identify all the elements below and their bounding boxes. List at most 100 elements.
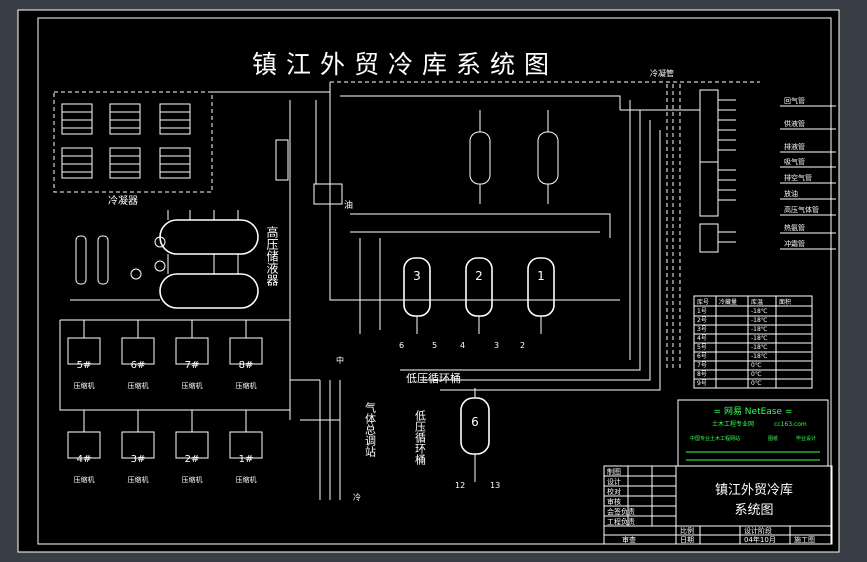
table-cell: 3号 bbox=[697, 326, 707, 333]
mid-vessels: 3 2 1 bbox=[403, 257, 555, 334]
table-cell: 5号 bbox=[697, 344, 707, 351]
cold-label: 冷 bbox=[353, 492, 361, 502]
pipe-legend-3: 排液管 bbox=[784, 142, 805, 151]
storage-table: 库号 冷藏量 库温 面积 1号-18℃2号-18℃3号-18℃4号-18℃5号-… bbox=[693, 295, 813, 389]
piping bbox=[59, 82, 700, 500]
valve-number-6: 6 bbox=[399, 341, 404, 350]
table-cell: -18℃ bbox=[751, 353, 768, 360]
drawing-sheet bbox=[17, 9, 840, 553]
valve-station bbox=[699, 89, 736, 253]
valve-number-5: 5 bbox=[432, 341, 437, 350]
pipe-legend-7: 高压气体管 bbox=[784, 205, 819, 214]
table-cell: 8号 bbox=[697, 371, 707, 378]
compressor-2-label: 压缩机 bbox=[182, 475, 203, 484]
stamp-line-6: 毕业设计 bbox=[796, 435, 816, 442]
gas-station-label: 气体总调站 bbox=[364, 401, 377, 458]
compressor-7-label: 压缩机 bbox=[182, 381, 203, 390]
condenser-group: 冷凝器 bbox=[53, 91, 213, 207]
lp-tank-vertical-label: 低压循环桶 bbox=[414, 410, 427, 466]
compressor-3-number: 3# bbox=[131, 454, 146, 465]
table-header-2: 冷藏量 bbox=[719, 298, 737, 306]
pipe-legend-5: 排空气管 bbox=[784, 173, 812, 182]
project-title-line-2: 系统图 bbox=[734, 503, 773, 518]
lp-tank-label: 低压循环桶 bbox=[406, 371, 461, 385]
compressor-6-label: 压缩机 bbox=[128, 381, 149, 390]
table-cell: -18℃ bbox=[751, 335, 768, 342]
table-cell: -18℃ bbox=[751, 344, 768, 351]
left-small-vessels bbox=[75, 235, 166, 285]
title-block-cell: 校对 bbox=[607, 487, 621, 496]
compressor-1-label: 压缩机 bbox=[236, 475, 257, 484]
table-cell: 9号 bbox=[697, 380, 707, 387]
title-block-cell: 会签负责 bbox=[607, 507, 635, 516]
compressor-5-label: 压缩机 bbox=[74, 381, 95, 390]
vessel-1-number: 1 bbox=[537, 269, 545, 283]
table-cell: 7号 bbox=[697, 362, 707, 369]
table-cell: 0℃ bbox=[751, 371, 762, 378]
title-block-cell: 审核 bbox=[607, 497, 621, 506]
pipe-legend: 回气管 供液管 排液管 吸气管 排空气管 放油 高压气体管 热氨管 冲霜管 bbox=[780, 96, 836, 250]
title-block-cell: 工程负责 bbox=[607, 517, 635, 526]
compressors-bottom: 4# 3# 2# 1# 压缩机 压缩机 压缩机 压缩机 bbox=[67, 410, 263, 484]
top-separators bbox=[275, 110, 559, 204]
table-cell: 1号 bbox=[697, 308, 707, 315]
vessel-3-number: 3 bbox=[413, 269, 421, 283]
compressor-5-number: 5# bbox=[77, 360, 92, 371]
vessel-2-number: 2 bbox=[475, 269, 483, 283]
valve-number-2: 2 bbox=[520, 341, 525, 350]
table-header-3: 库温 bbox=[751, 298, 763, 306]
netease-stamp: = 网易 NetEase = 土木工程专业网 cc163.com 中国专业土木工… bbox=[677, 399, 829, 467]
table-cell: 0℃ bbox=[751, 362, 762, 369]
hp-receiver-bottom bbox=[159, 273, 259, 309]
compressor-3-label: 压缩机 bbox=[128, 475, 149, 484]
top-pipe-label: 冷凝管 bbox=[650, 68, 674, 78]
stamp-line-1: = 网易 NetEase = bbox=[714, 406, 793, 417]
compressor-4-label: 压缩机 bbox=[74, 475, 95, 484]
sheet-label: 施工图 bbox=[794, 535, 815, 544]
pipe-legend-2: 供液管 bbox=[784, 119, 805, 128]
middle-label: 中 bbox=[336, 355, 345, 365]
stamp-line-5: 图纸 bbox=[768, 435, 778, 442]
valve-number-labels: 6 5 4 3 2 12 13 bbox=[399, 341, 525, 490]
hp-receiver-group: 高压储液器 bbox=[159, 210, 279, 309]
table-header-4: 面积 bbox=[779, 298, 791, 306]
date-value: 04年10月 bbox=[744, 535, 776, 544]
pipe-legend-9: 冲霜管 bbox=[784, 239, 805, 248]
stamp-line-3: cc163.com bbox=[774, 421, 807, 428]
vessel-6-number: 6 bbox=[471, 415, 479, 429]
project-title-line-1: 镇江外贸冷库 bbox=[715, 482, 793, 498]
compressors-top: 5# 6# 7# 8# 压缩机 压缩机 压缩机 压缩机 bbox=[67, 320, 263, 390]
table-cell: -18℃ bbox=[751, 308, 768, 315]
table-header-1: 库号 bbox=[697, 298, 709, 306]
valve-number-13: 13 bbox=[490, 481, 500, 490]
table-cell: 0℃ bbox=[751, 380, 762, 387]
compressor-1-number: 1# bbox=[239, 454, 254, 465]
condenser-label: 冷凝器 bbox=[108, 194, 138, 207]
table-cell: -18℃ bbox=[751, 317, 768, 324]
condenser-frame bbox=[53, 91, 213, 193]
stamp-line-4: 中国专业土木工程网站 bbox=[690, 435, 740, 442]
stamp-line-2: 土木工程专业网 bbox=[712, 420, 754, 428]
pipe-legend-6: 放油 bbox=[784, 189, 798, 198]
compressor-8-number: 8# bbox=[239, 360, 254, 371]
valve-number-3: 3 bbox=[494, 341, 499, 350]
condenser-units bbox=[61, 103, 191, 179]
date-label: 日期 bbox=[680, 536, 694, 544]
diagram-title: 镇江外贸冷库系统图 bbox=[252, 50, 558, 79]
compressor-4-number: 4# bbox=[77, 454, 92, 465]
oil-label: 油 bbox=[342, 199, 353, 210]
table-cell: 4号 bbox=[697, 335, 707, 342]
pipe-legend-4: 吸气管 bbox=[784, 157, 805, 166]
valve-number-12: 12 bbox=[455, 481, 465, 490]
approve-label: 审查 bbox=[622, 535, 636, 544]
title-block-cell: 制图 bbox=[607, 467, 621, 476]
inner-frame bbox=[37, 17, 832, 545]
compressor-2-number: 2# bbox=[185, 454, 200, 465]
compressor-8-label: 压缩机 bbox=[236, 381, 257, 390]
compressor-6-number: 6# bbox=[131, 360, 146, 371]
